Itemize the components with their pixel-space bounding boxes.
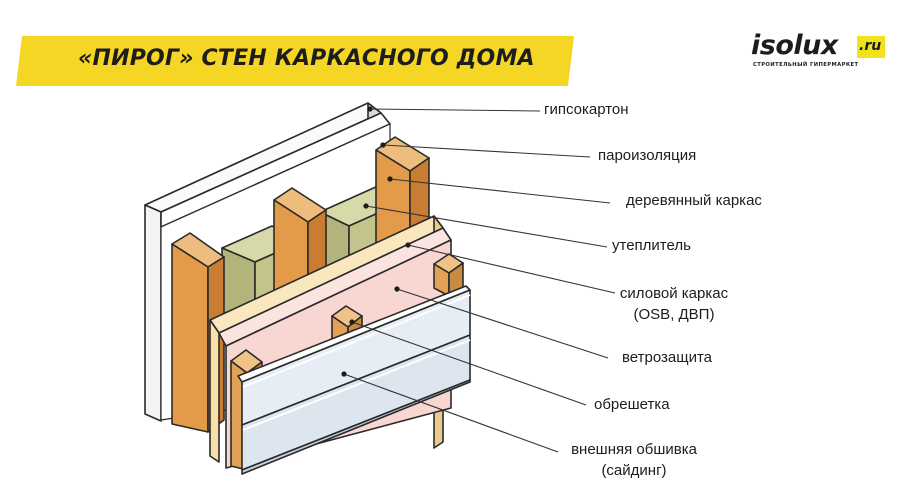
title-banner: «ПИРОГ» СТЕН КАРКАСНОГО ДОМА — [16, 36, 574, 86]
leader-wood-frame — [389, 178, 611, 204]
leader-vapor-barrier — [382, 144, 591, 158]
label-osb-note: (OSB, ДВП) — [633, 306, 715, 323]
label-siding-note: (сайдинг) — [601, 462, 667, 479]
label-wood-frame: деревянный каркас — [626, 192, 762, 209]
label-osb: силовой каркас (OSB, ДВП) — [620, 283, 728, 325]
label-siding-title: внешняя обшивка — [571, 441, 697, 458]
layer-siding — [237, 285, 471, 475]
banner-background — [16, 36, 574, 86]
leader-siding — [343, 373, 559, 453]
logo-domain-suffix: .ru — [859, 38, 882, 54]
label-insulation: утеплитель — [612, 237, 691, 254]
leader-drywall — [369, 108, 541, 112]
leader-lines — [341, 106, 616, 453]
leader-insulation — [365, 205, 608, 248]
label-wind-barrier: ветрозащита — [622, 349, 713, 366]
label-drywall: гипсокартон — [544, 101, 629, 118]
label-battens: обрешетка — [594, 396, 670, 413]
logo-domain-badge: .ru — [857, 36, 885, 58]
logo-tagline: СТРОИТЕЛЬНЫЙ ГИПЕРМАРКЕТ — [753, 62, 859, 68]
leader-osb — [407, 244, 616, 294]
logo-wordmark: isolux — [751, 30, 838, 61]
leader-battens — [351, 321, 587, 406]
label-osb-title: силовой каркас — [619, 285, 729, 302]
page-title: «ПИРОГ» СТЕН КАРКАСНОГО ДОМА — [78, 46, 535, 71]
label-siding: внешняя обшивка (сайдинг) — [571, 439, 697, 481]
label-vapor-barrier: пароизоляция — [598, 147, 697, 164]
isolux-logo[interactable]: isolux .ru СТРОИТЕЛЬНЫЙ ГИПЕРМАРКЕТ — [751, 30, 886, 76]
leader-wind-barrier — [396, 288, 609, 359]
